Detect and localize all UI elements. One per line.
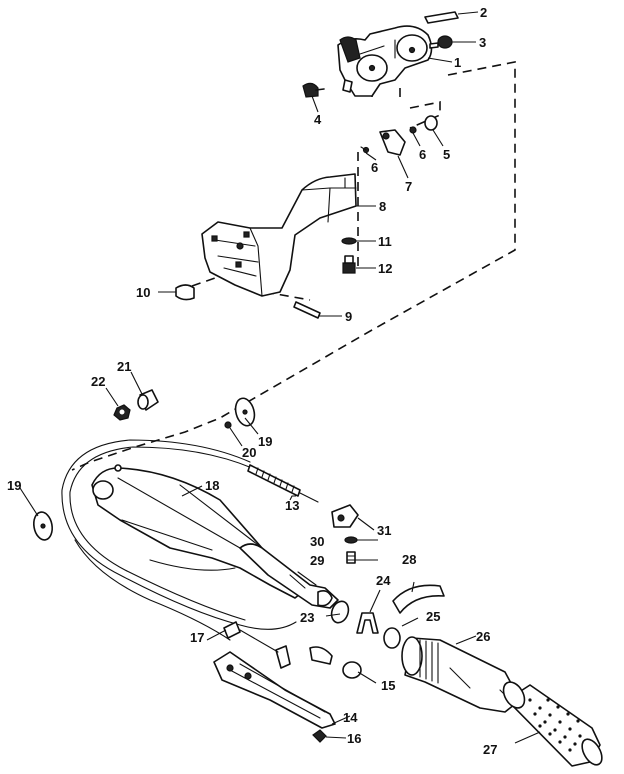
callout-23: 23 (300, 610, 314, 625)
callout-19-right: 19 (258, 434, 272, 449)
callout-18: 18 (205, 478, 219, 493)
cables (61, 439, 297, 641)
part-31-block (331, 504, 359, 528)
callout-20: 20 (242, 445, 256, 460)
part-12-bolt (342, 255, 356, 274)
part-10-knob (175, 284, 195, 301)
callout-11: 11 (378, 234, 392, 249)
part-1-bracket (337, 25, 433, 97)
part-5-washer (424, 115, 438, 131)
callout-22: 22 (91, 374, 105, 389)
part-17-cable-end (223, 621, 291, 669)
part-2-pin (424, 11, 459, 24)
callout-10: 10 (136, 285, 150, 300)
part-19-washer-left (33, 511, 53, 541)
callout-labels: 1 2 3 4 5 6 6 7 8 9 10 11 12 13 14 15 16… (7, 5, 497, 757)
part-23-ring (330, 600, 350, 624)
part-24-clip (356, 612, 379, 634)
callout-6b: 6 (419, 147, 426, 162)
part-4-knob (302, 82, 325, 98)
assembly-dashed-lines (71, 61, 516, 471)
callout-15: 15 (381, 678, 395, 693)
callout-8: 8 (379, 199, 386, 214)
part-29-screw (346, 551, 356, 564)
part-16-screw (312, 729, 327, 743)
callout-9: 9 (345, 309, 352, 324)
part-26-grip (401, 636, 521, 713)
callout-7: 7 (405, 179, 412, 194)
part-7-clip (379, 129, 406, 156)
part-28-shield (392, 584, 445, 614)
part-19-washer-right (234, 397, 256, 427)
callout-12: 12 (378, 261, 392, 276)
part-13-rod (247, 464, 319, 503)
part-18-tiller-arm (91, 464, 339, 609)
callout-13: 13 (285, 498, 299, 513)
part-14-bracket (213, 646, 336, 729)
callout-29: 29 (310, 553, 324, 568)
callout-30: 30 (310, 534, 324, 549)
callout-16: 16 (347, 731, 361, 746)
callout-5: 5 (443, 147, 450, 162)
callout-31: 31 (377, 523, 391, 538)
callout-4: 4 (314, 112, 322, 127)
callout-24: 24 (376, 573, 391, 588)
part-15-bushing (342, 661, 362, 679)
part-20-screw (224, 421, 232, 429)
part-30-washer (344, 536, 358, 544)
callout-28: 28 (402, 552, 416, 567)
part-3-screw (429, 35, 453, 49)
part-27-sleeve (502, 681, 603, 767)
part-25-ring (383, 627, 401, 649)
leader-lines (19, 11, 541, 744)
callout-1: 1 (454, 55, 461, 70)
part-8-housing (201, 173, 357, 297)
callout-17: 17 (190, 630, 204, 645)
callout-19-left: 19 (7, 478, 21, 493)
callout-21: 21 (117, 359, 131, 374)
part-9-pin (293, 301, 321, 319)
part-11-washer (341, 237, 357, 245)
callout-6a: 6 (371, 160, 378, 175)
callout-27: 27 (483, 742, 497, 757)
part-22-nut (113, 404, 131, 421)
callout-25: 25 (426, 609, 440, 624)
callout-2: 2 (480, 5, 487, 20)
callout-14: 14 (343, 710, 358, 725)
callout-26: 26 (476, 629, 490, 644)
callout-3: 3 (479, 35, 486, 50)
part-21-bushing (137, 389, 159, 411)
